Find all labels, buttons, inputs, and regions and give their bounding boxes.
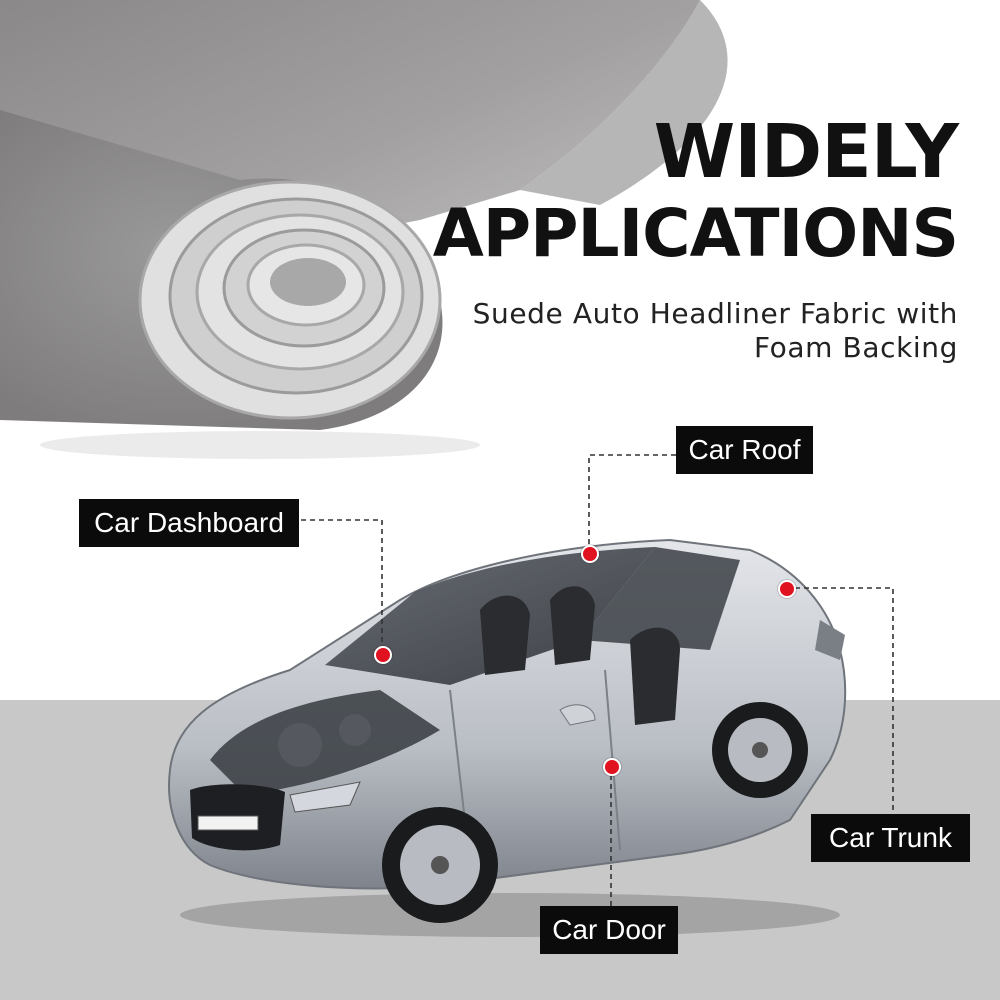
roof-marker: [581, 545, 599, 563]
label-car-door: Car Door: [540, 906, 678, 954]
dashboard-marker: [374, 646, 392, 664]
label-car-dashboard: Car Dashboard: [79, 499, 299, 547]
fabric-roll-image: [0, 0, 728, 459]
label-car-roof: Car Roof: [676, 426, 813, 474]
trunk-marker: [778, 580, 796, 598]
headline-line-2: APPLICATIONS: [432, 195, 959, 272]
label-car-trunk: Car Trunk: [811, 814, 970, 862]
door-marker: [603, 758, 621, 776]
product-subtitle: Suede Auto Headliner Fabric with Foam Ba…: [472, 297, 958, 364]
car-cutaway-image: [168, 538, 847, 937]
headline-line-1: WIDELY: [653, 109, 959, 195]
